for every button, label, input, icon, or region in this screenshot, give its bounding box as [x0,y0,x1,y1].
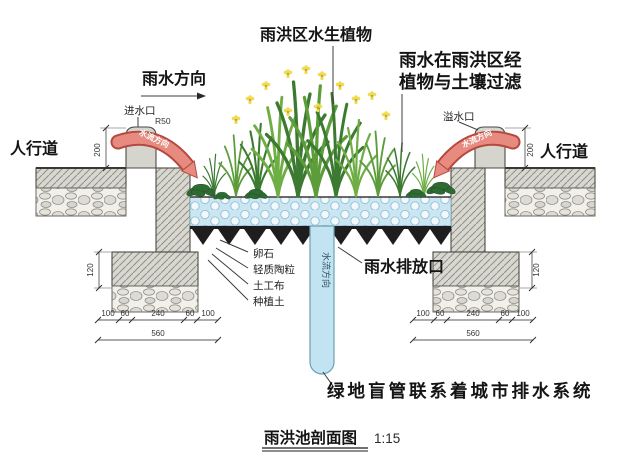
blind-pipe-note-label: 绿地盲管联系着城市排水系统 [327,381,594,401]
dim-right-240: 240 [466,309,480,318]
layer-label-planting-soil: 种植土 [253,295,285,308]
dim-left-100b: 100 [201,309,215,318]
blind-pipe-leader [322,371,334,387]
dimensions-right: 200 120 100 60 240 60 100 560 [409,124,541,344]
dim-left-560: 560 [151,329,165,338]
right-sidewalk-base [504,187,596,217]
layer-leader-3 [211,253,249,285]
sidewalk-right-label: 人行道 [540,142,588,161]
sidewalk-left-label: 人行道 [10,139,58,158]
left-sidewalk-structure [35,126,199,313]
layer-leader-4 [207,259,249,301]
dim-left-60a: 60 [121,309,130,318]
dim-right-200: 200 [526,143,535,157]
dim-left-240: 240 [151,309,165,318]
left-sidewalk-base [35,187,127,217]
layer-leader-2 [215,247,249,269]
dim-right-100b: 100 [516,309,530,318]
layer-leader-1 [219,239,249,253]
basin: 水流方向 [189,196,452,375]
dim-right-60b: 60 [501,309,510,318]
drain-pipe [309,225,335,375]
right-footing [432,251,520,287]
rain-direction-label: 雨水方向 [142,69,206,88]
leader-lines [137,46,479,387]
right-sidewalk-slab [504,167,596,189]
basin-water-pebble-layer [189,196,452,227]
left-basin-wall [155,167,191,253]
drawing-scale: 1:15 [374,431,400,446]
right-sidewalk-structure [432,126,596,313]
inlet-radius-label: R50 [155,116,171,126]
discharge-label: 雨水排放口 [364,257,444,276]
dim-left-120: 120 [86,263,95,277]
right-flow-arrow: 水流方向 [433,127,521,179]
dim-left-100a: 100 [101,309,115,318]
dim-left-60b: 60 [186,309,195,318]
text-labels: 雨洪区水生植物 雨水方向 雨水在雨洪区经 植物与土壤过滤 进水口 R50 溢水口… [10,25,594,401]
dimensions-left: 200 120 100 60 240 60 100 560 [86,124,222,344]
discharge-leader [337,246,363,264]
layer-label-pebble: 卵石 [253,248,274,260]
left-footing-base [111,285,199,313]
dim-right-100a: 100 [416,309,430,318]
inlet-label: 进水口 [124,105,156,117]
layer-label-ceramsite: 轻质陶粒 [253,263,295,276]
overflow-leader [458,121,479,131]
dim-right-560: 560 [466,329,480,338]
filter-note-line2: 植物与土壤过滤 [398,72,522,92]
dim-left-200: 200 [93,143,102,157]
dim-right-60a: 60 [436,309,445,318]
overflow-label: 溢水口 [443,110,475,123]
drawing-title-block: 雨洪池剖面图 1:15 [262,428,400,452]
left-footing [111,251,199,287]
pipe-flow-direction-label: 水流方向 [321,252,332,288]
right-footing-base [432,285,520,313]
dim-right-120: 120 [532,263,541,277]
drawing-title: 雨洪池剖面图 [264,428,357,447]
filter-note-line1: 雨水在雨洪区经 [399,50,522,70]
layer-label-geotextile: 土工布 [253,279,285,292]
left-sidewalk-slab [35,167,127,189]
aquatic-plants-label: 雨洪区水生植物 [260,25,372,44]
right-basin-wall [450,167,486,253]
